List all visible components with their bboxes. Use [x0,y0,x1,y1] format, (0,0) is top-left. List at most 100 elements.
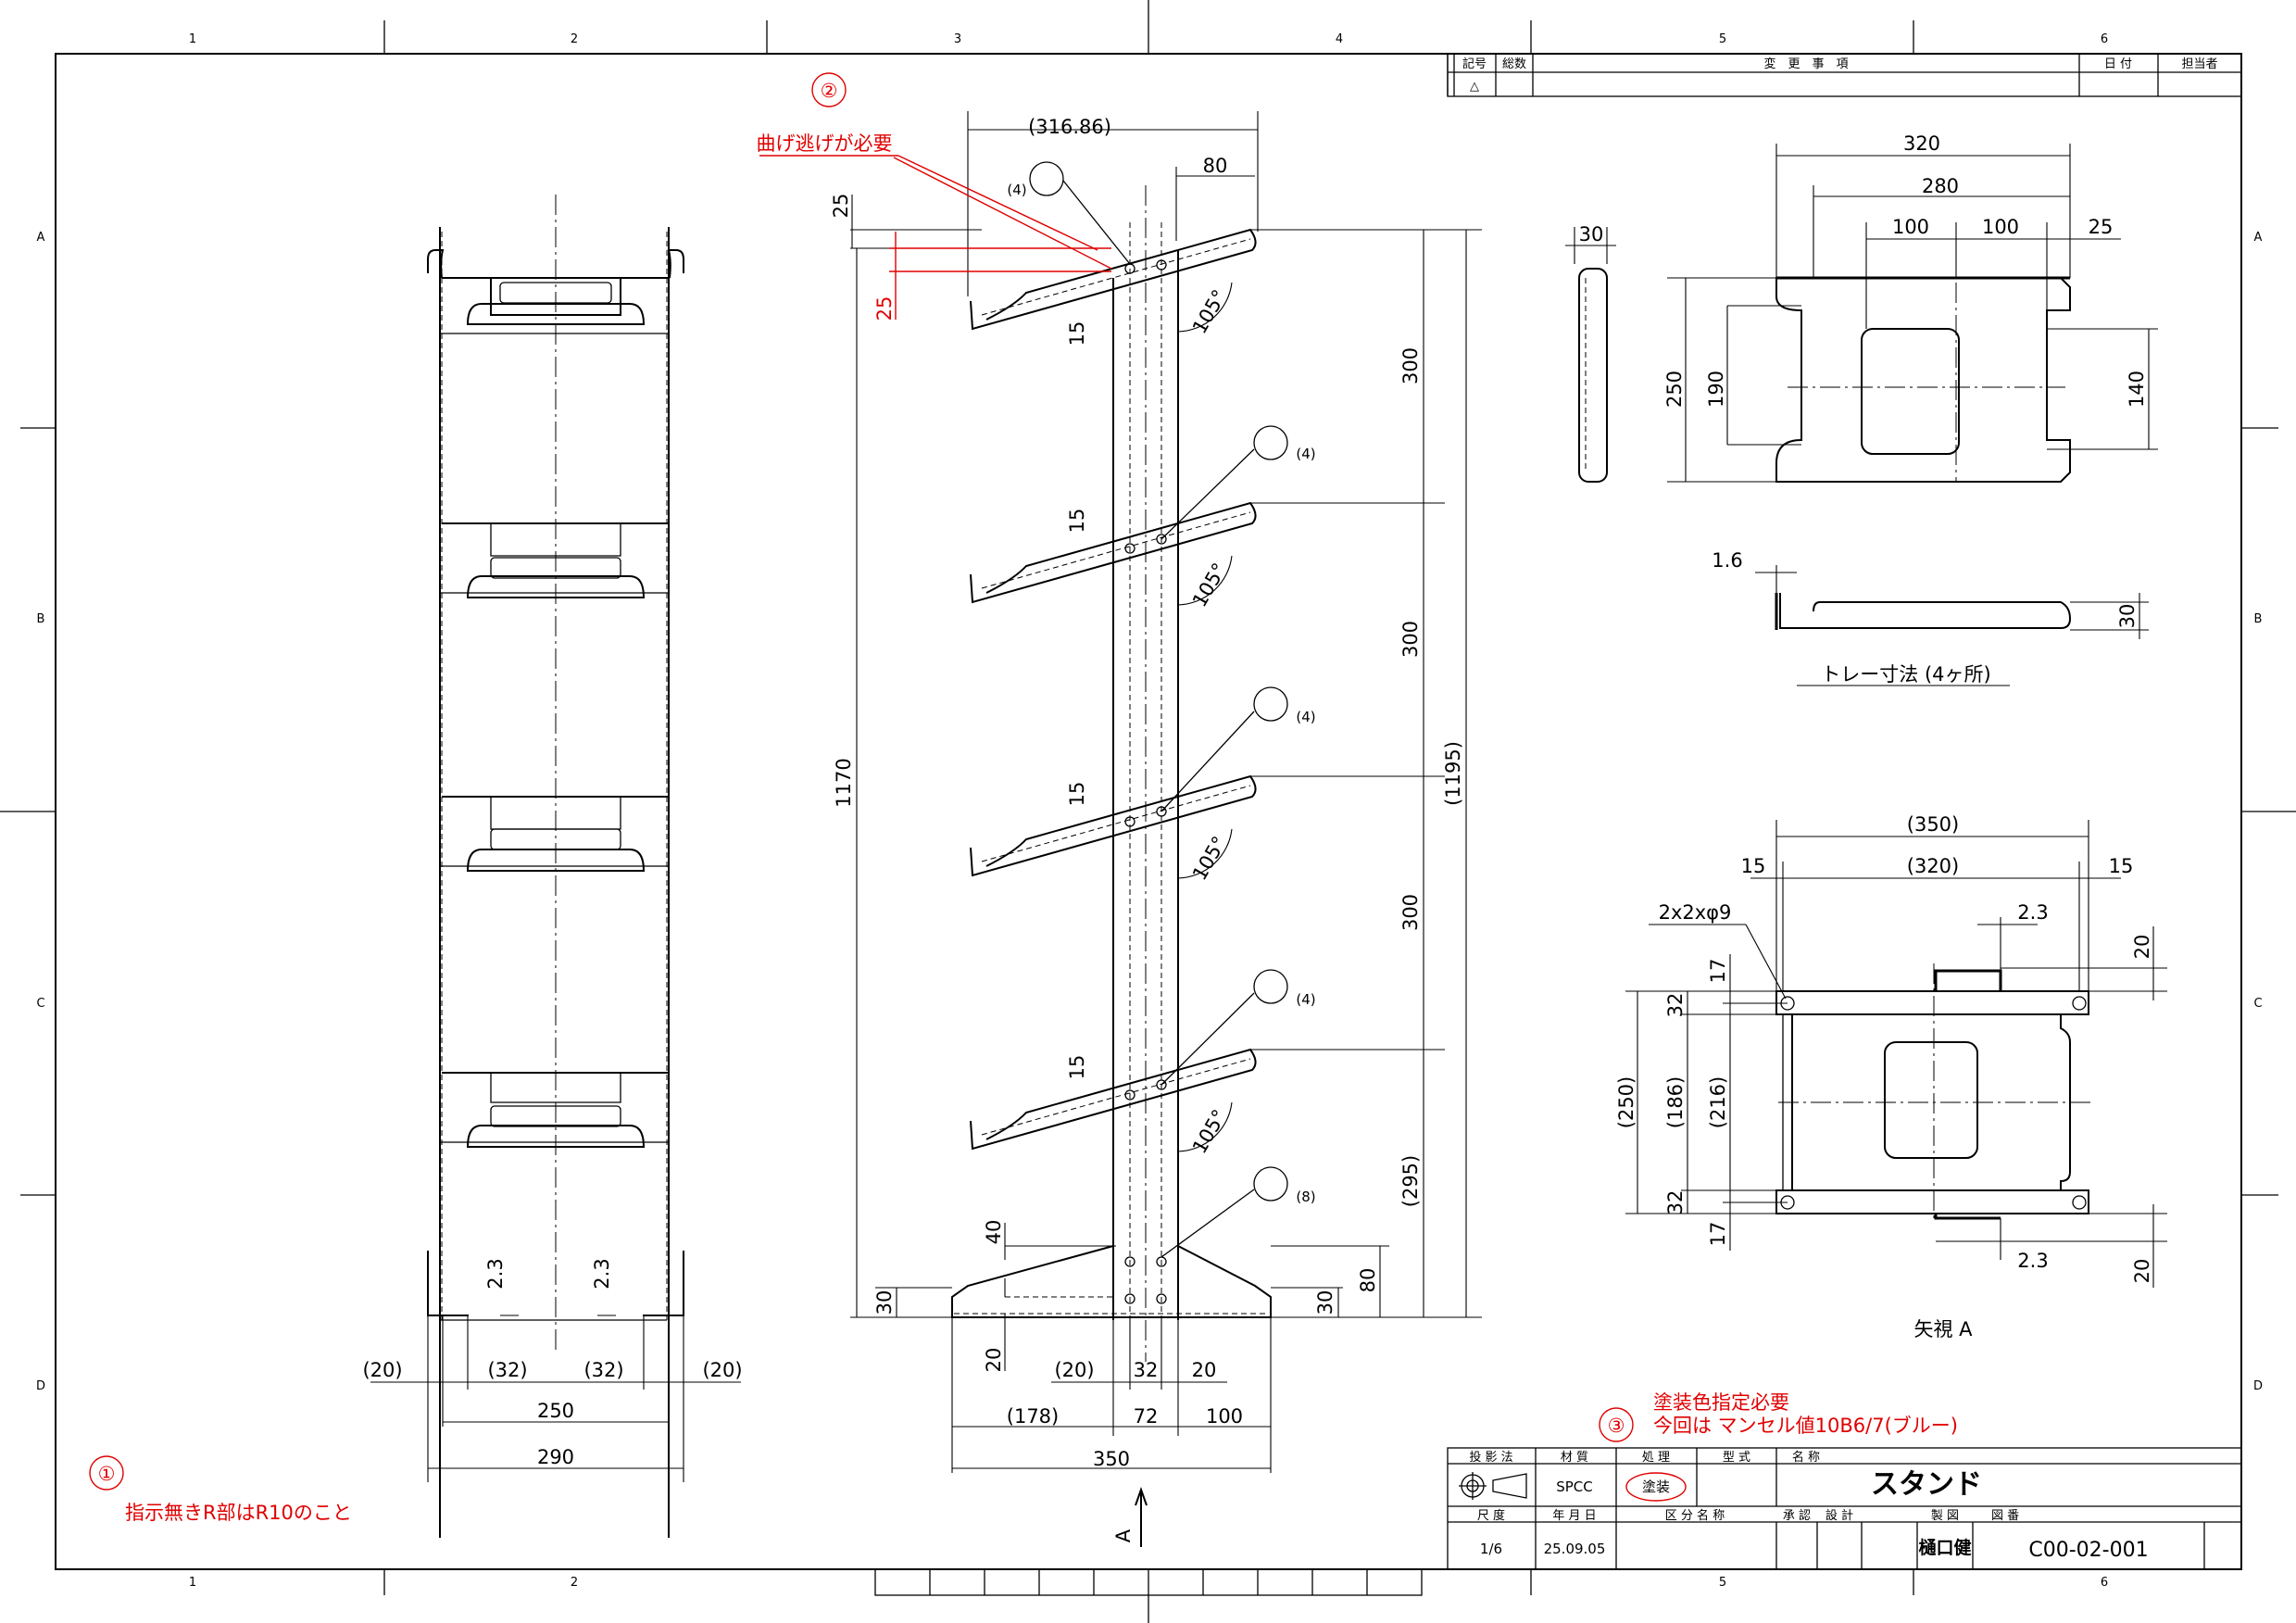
dim-label: 15 [1066,782,1088,807]
revision-header-date: 日 付 [2104,57,2132,71]
balloon-label: (4) [1296,991,1315,1008]
hole-callout: 2x2xφ9 [1659,901,1732,924]
title-drafter-value: 樋口健 [1918,1537,1971,1558]
zone-col-label: 1 [189,1576,196,1590]
dim-label: 2.3 [2017,1250,2048,1272]
dim-label: 290 [537,1446,574,1468]
dim-label: (20) [362,1359,402,1381]
dim-label: 300 [1399,894,1422,931]
dim-label: 25 [830,194,852,219]
dim-label: 300 [1399,621,1422,658]
note-1-number: ① [98,1463,116,1485]
angle-label: 105° [1188,286,1231,338]
title-block: 投 影 法 材 質 処 理 型 式 名 称 SPCC 塗装 スタンド 尺 度 年… [1447,1447,2242,1570]
dim-label: 30 [2116,604,2139,629]
title-label-scale: 尺 度 [1477,1508,1505,1523]
dim-label: 17 [1707,959,1729,984]
dim-label: 20 [983,1348,1005,1373]
zone-col-label: 6 [2101,32,2108,46]
title-name-value: スタンド [1871,1468,1982,1501]
title-label-drawing-no: 図 番 [1991,1509,2019,1523]
front-view: (20) (32) (32) (20) 250 290 2.3 2.3 [362,195,743,1538]
dim-label: 140 [2126,371,2148,408]
balloon-label: (4) [1296,446,1315,462]
dim-label: 1170 [833,758,855,807]
dim-label: 15 [1741,855,1766,877]
revision-header-symbol: 記号 [1462,57,1487,71]
dim-label: (1195) [1442,741,1464,806]
side-view: (316.86) 80 25 25 15 15 15 15 105° 105° … [830,111,1482,1547]
zone-row-label: B [37,612,45,626]
dim-label: 250 [1663,371,1686,408]
title-drawing-no-value: C00-02-001 [2028,1539,2148,1562]
zone-row-label: A [2254,231,2263,245]
zone-row-label: D [36,1379,45,1393]
dim-label: (295) [1399,1155,1422,1207]
note-2-number: ② [821,80,838,102]
dim-label: 190 [1705,371,1727,408]
dim-label: 100 [1982,216,2019,238]
front-shelf-2 [440,522,670,598]
revision-header-person: 担当者 [2181,57,2217,71]
dim-label: (350) [1907,813,1959,836]
note-1: ① 指示無きR部はR10のこと [89,1455,352,1524]
revision-header-count: 総数 [1502,57,1526,71]
dim-label: 20 [2131,1259,2153,1284]
view-a: (350) (320) 15 15 2x2xφ9 2.3 20 2.3 20 (… [1615,813,2167,1340]
title-label-drafter: 製 図 [1931,1509,1959,1523]
balloon-label: (4) [1296,709,1315,725]
note-3-line2: 今回は マンセル値10B6/7(ブルー) [1653,1415,1958,1437]
zone-row-label: D [2253,1379,2263,1393]
view-a-caption: 矢視 A [1913,1318,1973,1340]
dim-label: 80 [1357,1268,1379,1293]
zone-row-label: B [2254,612,2263,626]
title-label-model: 型 式 [1723,1451,1750,1465]
dim-label: 30 [1579,223,1604,245]
tray-view-caption: トレー寸法 (4ヶ所) [1821,663,1990,686]
title-label-date: 年 月 日 [1552,1509,1596,1523]
view-arrow-label: A [1112,1529,1135,1542]
dim-label: 100 [1892,216,1929,238]
zone-col-label: 2 [571,32,578,46]
note-3-line1: 塗装色指定必要 [1653,1391,1789,1414]
title-scale-value: 1/6 [1480,1541,1502,1557]
angle-label: 105° [1188,833,1231,885]
zone-col-label: 1 [189,32,196,46]
angle-label: 105° [1188,560,1231,611]
revision-symbol-icon: △ [1470,80,1479,94]
dim-label: 15 [2109,855,2134,877]
dim-label: 80 [1203,155,1228,177]
revision-table: 記号 総数 変 更 事 項 日 付 担当者 △ [1447,53,2242,97]
note-1-text: 指示無きR部はR10のこと [125,1502,352,1524]
title-label-projection: 投 影 法 [1469,1450,1512,1465]
dim-label: (250) [1615,1076,1637,1128]
projection-symbol-icon [1459,1472,1527,1500]
zone-row-label: C [36,997,44,1011]
title-label-category: 区 分 名 称 [1665,1508,1725,1523]
revision-header-content: 変 更 事 項 [1763,57,1848,71]
dim-label: 30 [873,1290,896,1315]
dim-label: 2.3 [591,1258,613,1289]
dim-label: 320 [1903,132,1940,155]
dim-label: 2.3 [2017,901,2048,924]
dim-label: 300 [1399,347,1422,384]
balloon-label: (8) [1296,1189,1315,1205]
dim-label: 15 [1066,509,1088,534]
dim-label: 20 [2131,935,2153,960]
angle-label: 105° [1188,1106,1231,1158]
note-3-number: ③ [1608,1415,1625,1437]
front-shelf-1 [427,249,684,334]
dim-label: 250 [537,1400,574,1422]
dim-label: 25 [2089,216,2114,238]
tray-view: 30 320 280 100 100 25 250 190 140 1.6 30… [1565,132,2158,686]
dim-label: (316.86) [1028,116,1111,138]
dim-label: (32) [583,1359,623,1381]
zone-row-label: C [2253,997,2262,1011]
title-label-treatment: 処 理 [1642,1451,1670,1465]
dim-label: 17 [1707,1222,1729,1247]
zone-col-label: 4 [1336,32,1343,46]
dim-label: 350 [1093,1448,1130,1470]
dim-label: (186) [1664,1076,1687,1128]
dim-label: 15 [1066,1055,1088,1080]
